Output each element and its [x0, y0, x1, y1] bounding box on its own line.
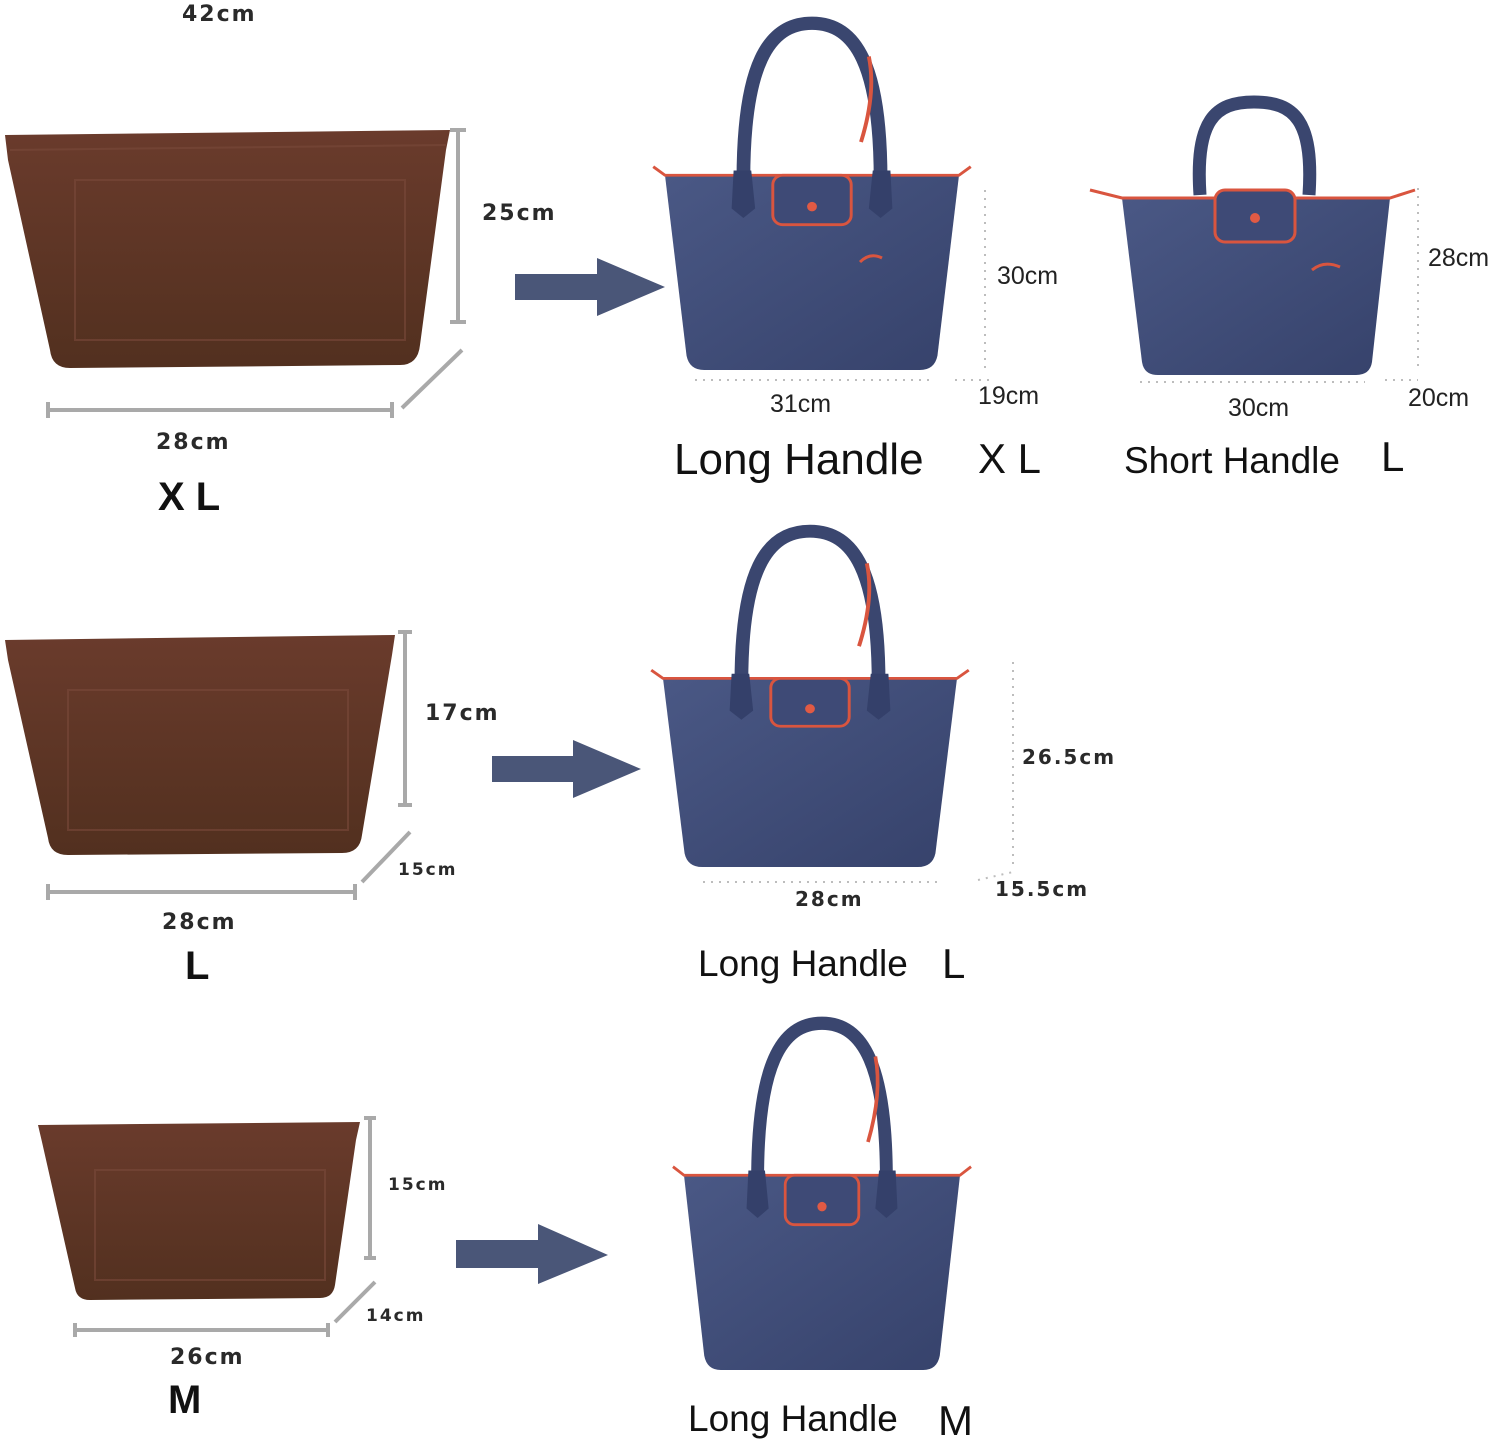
insert-xl-width-label: 42cm	[182, 2, 257, 27]
bag-long-xl-depth-label: 19cm	[978, 382, 1040, 410]
insert-m-size-label: M	[168, 1378, 202, 1422]
bag-long-l-height-label: 26.5cm	[1022, 745, 1117, 769]
insert-dimension-lines	[46, 128, 466, 1337]
bag-long-l-image	[651, 531, 969, 867]
bag-short-l-width-label: 30cm	[1228, 394, 1290, 422]
insert-xl-image	[5, 130, 450, 368]
bag-short-l-size: L	[1381, 433, 1405, 480]
insert-l-depth-label: 15cm	[398, 860, 458, 880]
insert-l-image	[5, 635, 395, 855]
insert-m-base-label: 26cm	[170, 1345, 245, 1370]
bag-long-l-size: L	[942, 940, 966, 987]
insert-m-image	[38, 1122, 360, 1300]
bag-long-xl-image	[653, 23, 971, 370]
insert-l-size-label: L	[185, 944, 210, 988]
bag-long-l-depth-label: 15.5cm	[995, 877, 1090, 901]
bag-long-m-size: M	[938, 1397, 973, 1444]
bag-dimension-lines	[695, 188, 1419, 883]
insert-m-depth-label: 14cm	[366, 1306, 426, 1326]
insert-xl-base-label: 28cm	[156, 430, 231, 455]
bag-short-l-depth-label: 20cm	[1408, 384, 1470, 412]
insert-xl-height-label: 25cm	[482, 201, 557, 226]
bag-short-l-height-label: 28cm	[1428, 244, 1490, 272]
bag-long-l-width-label: 28cm	[795, 887, 864, 911]
insert-l-base-label: 28cm	[162, 910, 237, 935]
bag-long-l-caption: Long Handle	[698, 943, 908, 984]
bag-short-l-image	[1089, 95, 1416, 375]
bag-long-m-caption: Long Handle	[688, 1398, 898, 1439]
insert-xl-size-label: X L	[158, 475, 221, 519]
bag-short-l-caption: Short Handle	[1124, 440, 1340, 481]
bag-long-m-image	[673, 1023, 971, 1370]
arrow-right-icon	[456, 1224, 608, 1284]
arrow-right-icon	[492, 740, 641, 798]
arrow-icons	[456, 258, 665, 1284]
insert-l-height-label: 17cm	[425, 701, 500, 726]
bag-long-xl-size: X L	[978, 435, 1042, 482]
arrow-right-icon	[515, 258, 665, 316]
bag-long-xl-height-label: 30cm	[997, 262, 1059, 290]
bag-long-xl-caption: Long Handle	[674, 435, 924, 484]
bag-long-xl-width-label: 31cm	[770, 390, 832, 418]
insert-m-height-label: 15cm	[388, 1175, 448, 1195]
